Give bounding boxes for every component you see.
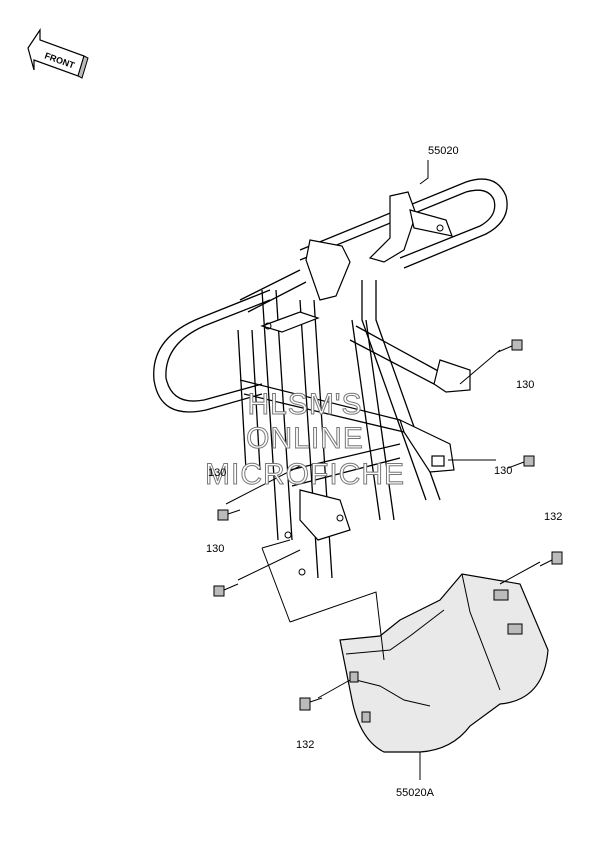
label-55020[interactable]: 55020: [428, 145, 459, 157]
label-132-a[interactable]: 132: [544, 511, 562, 523]
watermark-line-2: ONLINE: [246, 422, 364, 455]
label-130-a[interactable]: 130: [516, 379, 534, 391]
bolt-132-b-icon: [299, 697, 323, 711]
bolt-130-d-icon: [213, 583, 239, 597]
watermark: HLSM'S ONLINE MICROFICHE: [205, 388, 405, 492]
label-130-d[interactable]: 130: [206, 543, 224, 555]
bolt-130-c-icon: [217, 509, 241, 521]
watermark-line-3: MICROFICHE: [205, 458, 405, 491]
label-132-b[interactable]: 132: [296, 739, 314, 751]
leader-lines: [225, 160, 541, 780]
front-bumper-frame: [153, 178, 508, 579]
bolt-130-a-icon: [497, 339, 523, 353]
label-130-b[interactable]: 130: [494, 465, 512, 477]
front-arrow-icon: FRONT: [27, 28, 89, 79]
watermark-line-1: HLSM'S: [247, 388, 362, 421]
label-130-c[interactable]: 130: [208, 467, 226, 479]
bolt-130-b-icon: [507, 455, 535, 469]
bolt-132-a-icon: [539, 551, 563, 567]
label-55020a[interactable]: 55020A: [396, 787, 435, 799]
skid-guard: [339, 573, 549, 753]
